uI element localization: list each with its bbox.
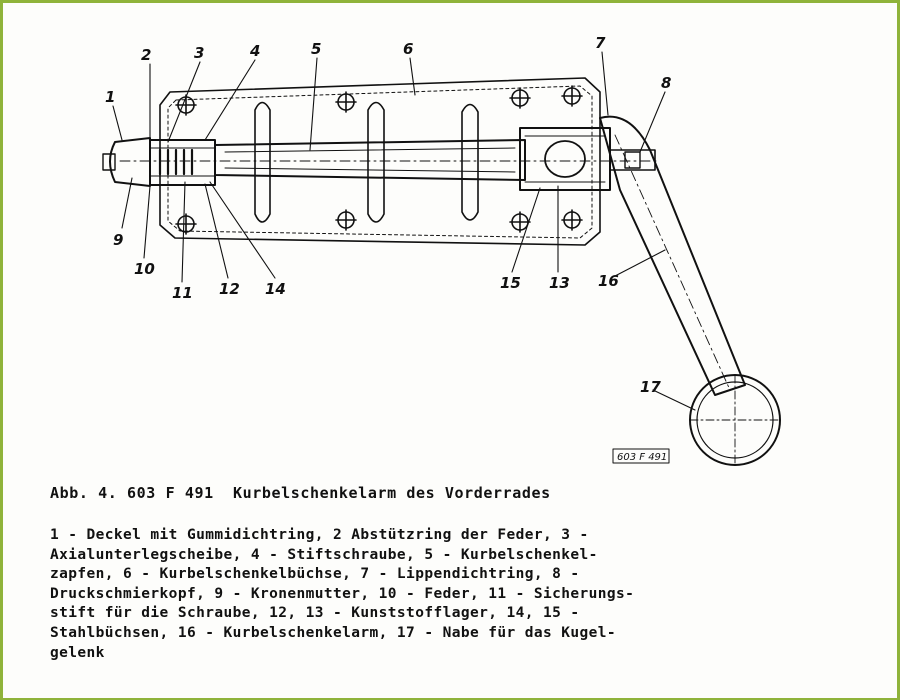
legend-line: stift für die Schraube, 12, 13 - Kunstst… — [50, 605, 580, 622]
technical-drawing: 1 2 3 4 5 6 7 8 9 10 11 12 13 14 15 16 1… — [102, 34, 781, 466]
callout-2: 2 — [141, 46, 151, 64]
frame-border-right — [897, 0, 900, 700]
leader-lines — [112, 51, 696, 411]
callout-10: 10 — [134, 260, 155, 278]
callout-4: 4 — [249, 42, 260, 60]
callout-5: 5 — [311, 40, 321, 58]
callout-14: 14 — [265, 280, 286, 298]
callout-8: 8 — [661, 74, 671, 92]
callout-6: 6 — [403, 40, 413, 58]
figure-caption: Abb. 4. 603 F 491 Kurbelschenkelarm des … — [50, 484, 551, 502]
callout-15: 15 — [500, 274, 521, 292]
legend-line: zapfen, 6 - Kurbelschenkelbüchse, 7 - Li… — [50, 566, 580, 583]
reference-code: 603 F 491 — [617, 452, 667, 463]
callout-16: 16 — [598, 272, 619, 290]
end-cap — [109, 137, 151, 187]
spring-coils — [158, 148, 194, 176]
legend-line: gelenk — [50, 644, 105, 661]
legend-line: 1 - Deckel mit Gummidichtring, 2 Abstütz… — [50, 527, 589, 543]
callout-9: 9 — [113, 231, 123, 249]
mounting-holes — [175, 85, 583, 235]
frame-border-left — [0, 0, 3, 700]
callout-17: 17 — [640, 378, 661, 396]
callout-12: 12 — [219, 280, 240, 298]
callout-labels: 1 2 3 4 5 6 7 8 9 10 11 12 13 14 15 16 1… — [105, 34, 671, 463]
crank-arm — [599, 115, 746, 396]
figure-legend: 1 - Deckel mit Gummidichtring, 2 Abstütz… — [50, 526, 870, 663]
frame-border-bottom — [0, 698, 900, 700]
bushing-plate — [159, 77, 601, 246]
callout-7: 7 — [595, 34, 606, 52]
callout-11: 11 — [172, 284, 193, 302]
callout-13: 13 — [549, 274, 570, 292]
legend-line: Stahlbüchsen, 16 - Kurbelschenkelarm, 17… — [50, 624, 617, 641]
callout-3: 3 — [194, 44, 204, 62]
legend-line: Axialunterlegscheibe, 4 - Stiftschraube,… — [50, 546, 598, 563]
callout-1: 1 — [105, 88, 115, 106]
frame-border-top — [0, 0, 900, 3]
legend-line: Druckschmierkopf, 9 - Kronenmutter, 10 -… — [50, 585, 635, 602]
